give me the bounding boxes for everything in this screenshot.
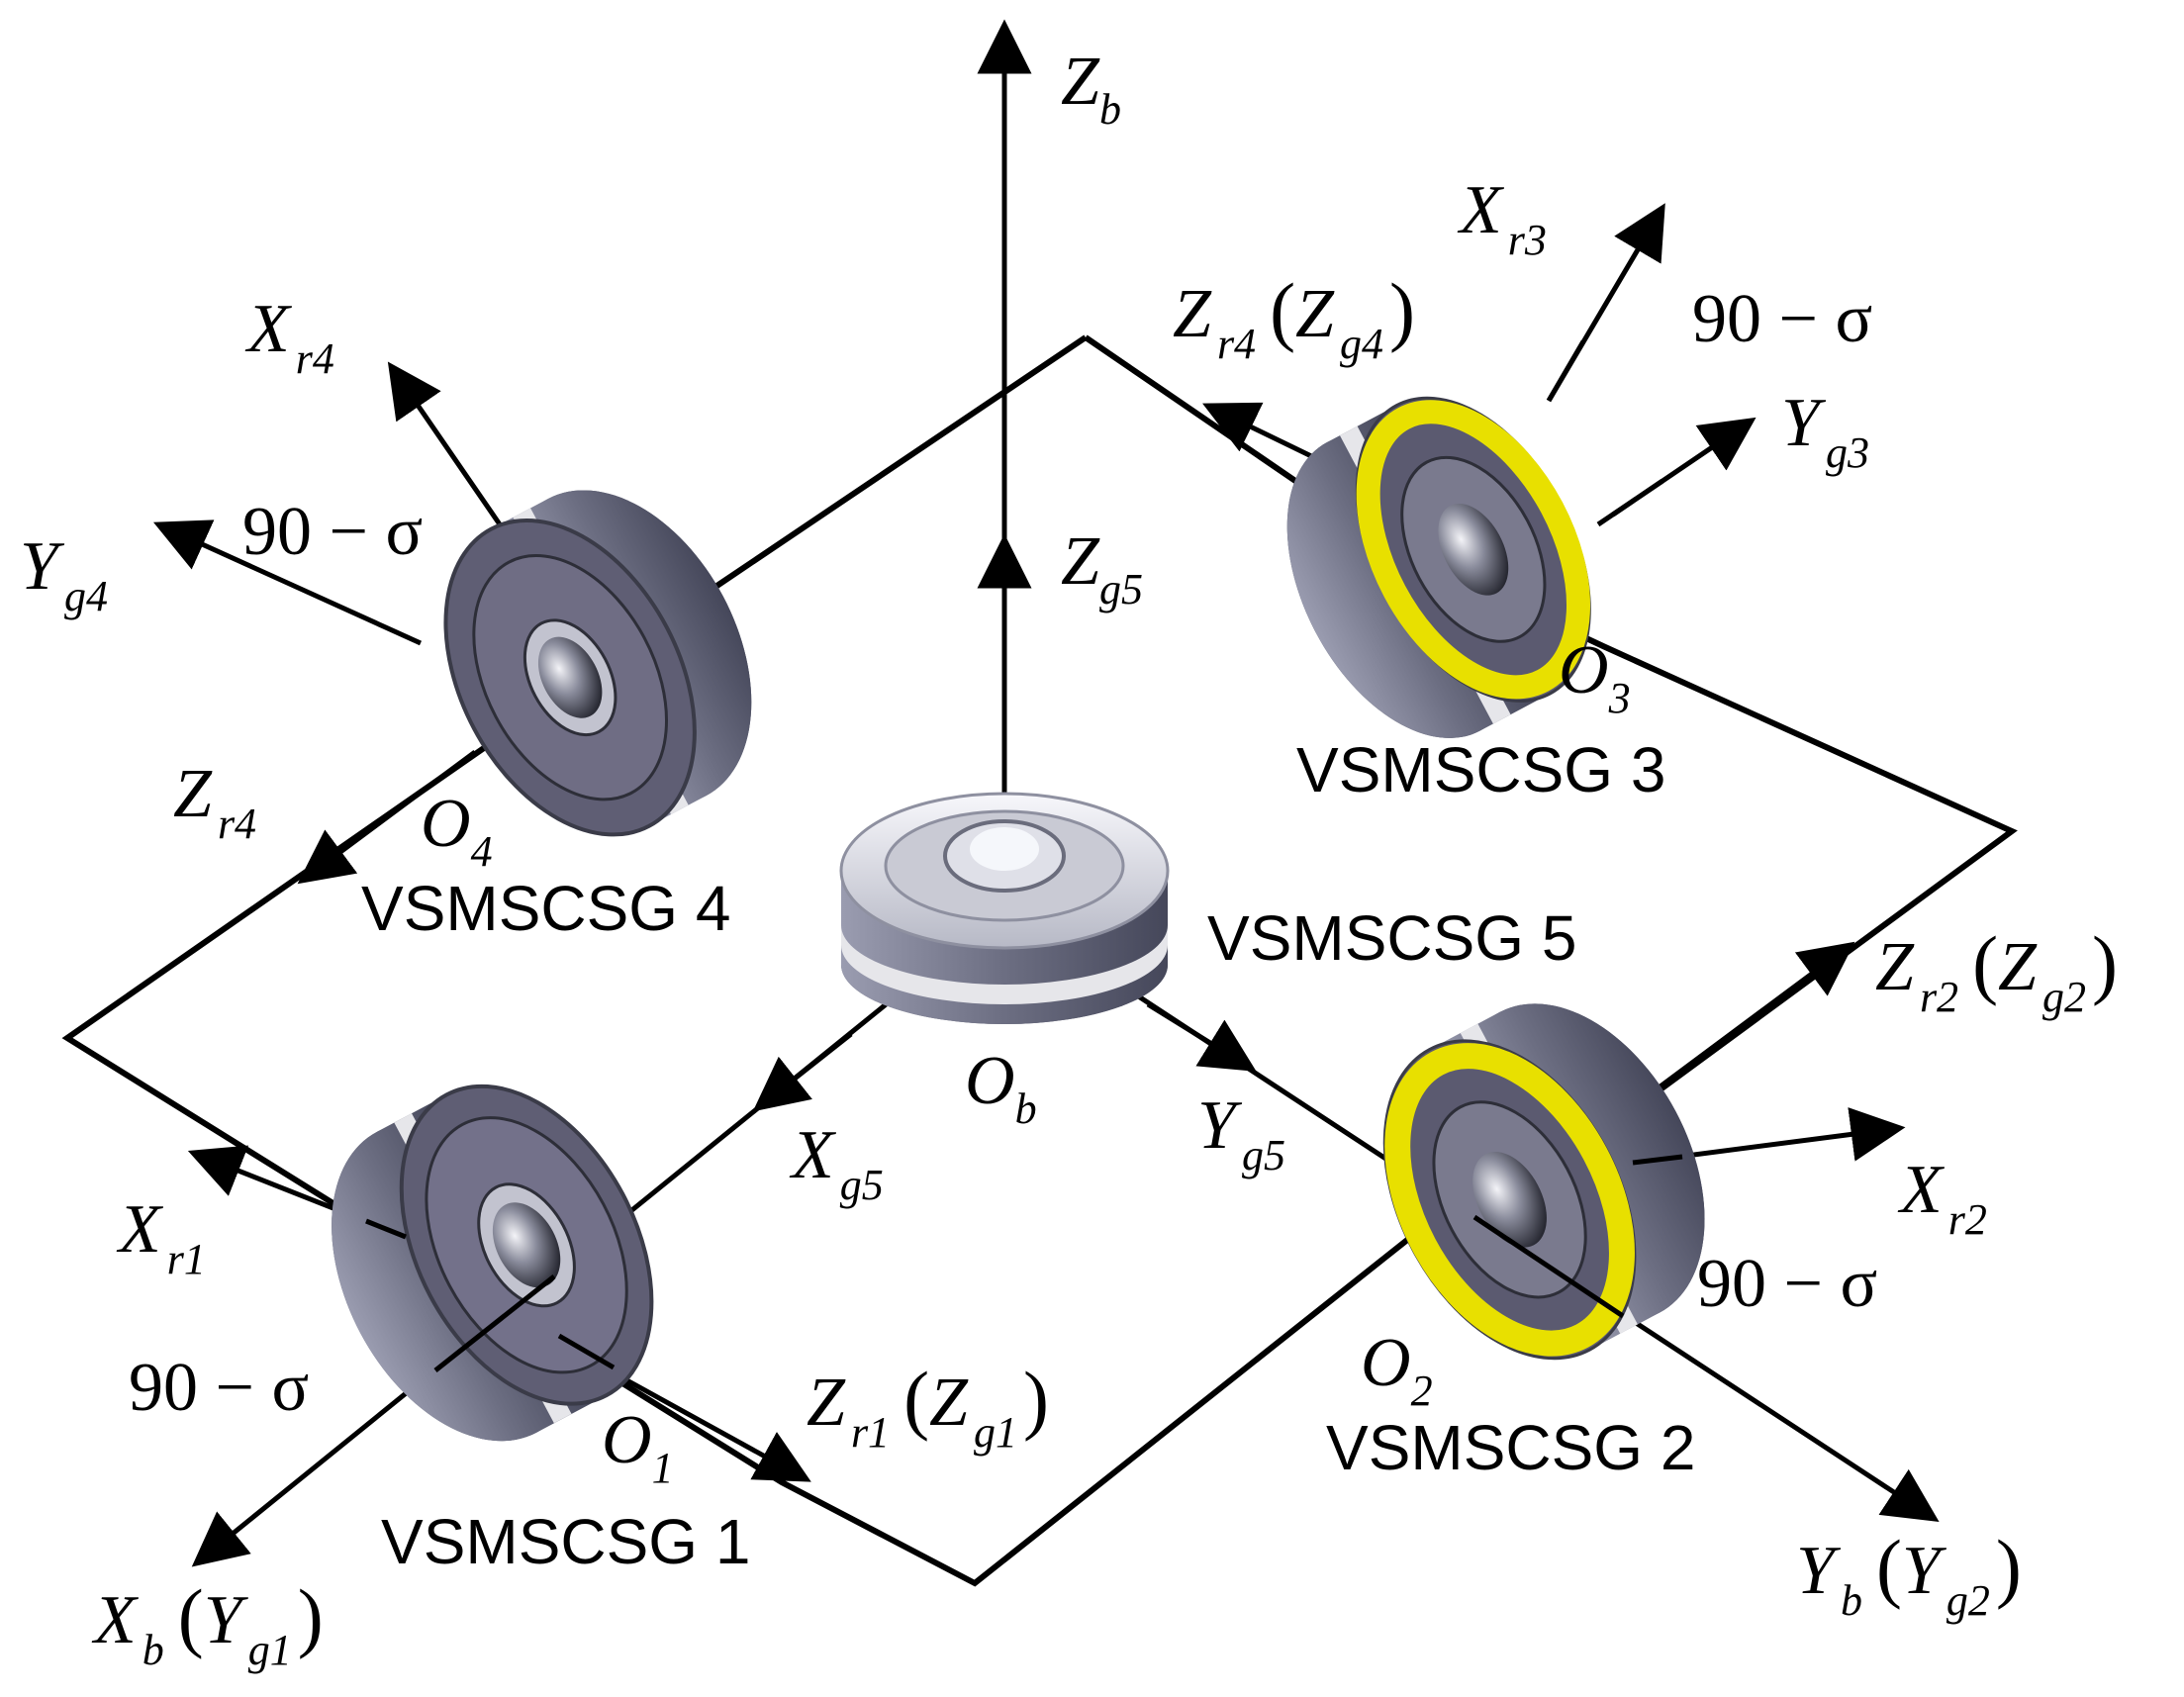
zb-label: Zb: [1061, 44, 1121, 134]
yb-axis-over: [1472, 1214, 1625, 1319]
gyro-4-label: VSMSCSG 4: [361, 873, 730, 944]
xr4-axis: [387, 361, 503, 526]
yg4-axis: [152, 519, 423, 646]
xb-axis-over: [433, 1274, 556, 1372]
angle-label-4: 90 − σ: [242, 494, 423, 570]
ob-label: Ob: [965, 1043, 1037, 1133]
gyro-4-wheel: [443, 490, 752, 837]
xr3-axis-over: [1546, 339, 1586, 403]
o4-label: O4: [421, 786, 493, 876]
zr4-arrow: [297, 749, 477, 885]
yg3-axis-over: [1596, 478, 1664, 527]
o2-label: O2: [1361, 1325, 1433, 1415]
gyro-3-label: VSMSCSG 3: [1296, 734, 1665, 805]
angle-label-2: 90 − σ: [1697, 1246, 1877, 1322]
xr1-axis-over: [365, 1218, 407, 1240]
gyro-5-wheel: [839, 792, 1170, 1024]
zg5-label: Zg5: [1061, 523, 1143, 613]
gyro-1-label: VSMSCSG 1: [381, 1506, 750, 1577]
yg5-arrow: [1146, 1001, 1257, 1072]
angle-label-1: 90 − σ: [129, 1350, 309, 1426]
gyro-2-label: VSMSCSG 2: [1326, 1412, 1695, 1483]
gyro-1-wheel: [332, 1084, 654, 1442]
zr1-axis-over: [557, 1333, 616, 1370]
o1-label: O1: [602, 1402, 674, 1492]
gyro-2-wheel: [1382, 1003, 1705, 1361]
zr2-zg2-arrow: [1656, 941, 1855, 1091]
gyro-5-label: VSMSCSG 5: [1207, 902, 1576, 974]
o3-label: O3: [1559, 632, 1631, 722]
xr2-axis-over: [1632, 1154, 1683, 1166]
gyro-3-wheel: [1286, 396, 1591, 738]
xg5-arrow: [752, 1032, 853, 1112]
angle-label-3: 90 − σ: [1692, 281, 1872, 357]
